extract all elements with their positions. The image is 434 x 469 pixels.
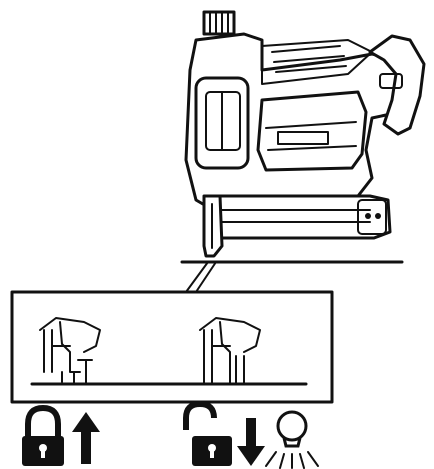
- padlock-locked-icon: [22, 404, 64, 466]
- detail-nose-locked: [39, 317, 101, 385]
- padlock-unlocked-icon: [183, 400, 232, 466]
- detail-callout-box: [10, 290, 334, 404]
- detail-nose-unlocked: [199, 317, 261, 385]
- vent-grille: [261, 39, 373, 85]
- magazine: [212, 194, 392, 240]
- arrow-down-icon: [237, 418, 265, 466]
- depth-adjust-knob: [202, 10, 236, 36]
- nailer-tool: [184, 10, 426, 258]
- led-switch: [379, 73, 403, 89]
- callout-leader: [185, 261, 217, 293]
- light-bulb-icon: [265, 410, 319, 469]
- arrow-up-icon: [72, 412, 100, 464]
- handle: [368, 34, 426, 136]
